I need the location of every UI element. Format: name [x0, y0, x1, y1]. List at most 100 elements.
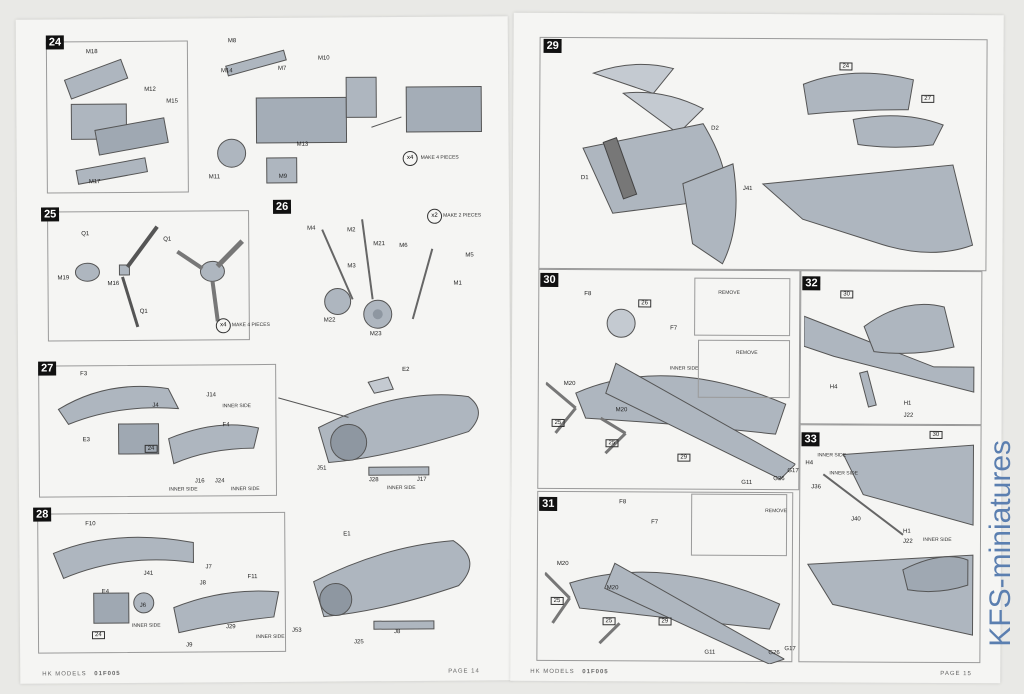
footer-page: PAGE 14	[448, 668, 480, 675]
part-label: G17	[787, 468, 799, 475]
part-label: M1	[453, 280, 462, 287]
assembly-badge: 29	[658, 617, 672, 626]
part-label: M4	[307, 225, 316, 232]
part-label: Q1	[139, 308, 148, 315]
part-label: J22	[903, 412, 914, 419]
step-28-drawing	[52, 536, 471, 634]
part-label: F4	[222, 422, 230, 429]
remove-note: REMOVE	[765, 508, 787, 515]
part-label: M18	[85, 49, 98, 56]
part-label: J9	[186, 642, 193, 649]
make-note: MAKE 2 PIECES	[443, 212, 482, 219]
step-31-number: 31	[539, 496, 558, 511]
part-label: J29	[225, 624, 236, 631]
assembly-badge: 25	[550, 596, 564, 605]
part-label: M19	[57, 275, 70, 282]
part-label: E2	[402, 366, 410, 374]
remove-note: REMOVE	[718, 289, 740, 296]
part-label: J25	[354, 639, 364, 646]
footer-brand: HK MODELS	[530, 668, 575, 676]
step-27-drawing	[57, 376, 479, 476]
multiplier-icon: x4	[215, 318, 231, 334]
inner-side-note: INNER SIDE	[222, 403, 252, 410]
part-label: F7	[670, 325, 678, 332]
step-24-drawing	[63, 49, 482, 185]
part-label: M21	[373, 241, 385, 248]
detail-box	[694, 277, 791, 337]
footer-code: 01F005	[582, 669, 609, 676]
footer-brand: HK MODELS	[42, 671, 87, 678]
part-label: J41	[143, 570, 154, 577]
inner-side-note: INNER SIDE	[168, 486, 198, 493]
part-label: J4	[152, 402, 159, 409]
part-label: M5	[465, 252, 474, 259]
footer-page: PAGE 15	[940, 670, 972, 678]
part-label: J53	[291, 627, 302, 634]
part-label: E1	[343, 531, 351, 538]
part-label: M11	[208, 174, 221, 181]
inner-side-note: INNER SIDE	[255, 633, 285, 641]
step-31-drawing	[544, 562, 786, 665]
part-label: J7	[205, 564, 212, 571]
part-label: M17	[88, 179, 101, 186]
part-label: G26	[768, 650, 780, 657]
inner-side-note: INNER SIDE	[230, 486, 260, 493]
inner-side-note: INNER SIDE	[131, 622, 161, 629]
footer-code: 01F005	[94, 671, 121, 678]
part-label: F10	[85, 521, 96, 528]
part-label: E3	[82, 437, 90, 444]
multiplier-icon: x4	[402, 150, 418, 167]
inner-side-note: INNER SIDE	[669, 365, 699, 372]
assembly-badge: 29	[677, 453, 691, 462]
part-label: G17	[784, 646, 796, 653]
step-30-drawing	[545, 308, 797, 480]
part-label: M23	[369, 331, 382, 338]
part-label: Q1	[81, 231, 90, 238]
part-label: J8	[199, 580, 206, 587]
assembly-badge: 24	[144, 444, 158, 453]
part-label: J28	[368, 477, 379, 484]
part-label: F8	[619, 499, 627, 506]
part-label: G11	[704, 649, 716, 656]
part-label: H4	[829, 384, 838, 391]
part-label: H1	[903, 400, 912, 407]
part-label: M3	[347, 263, 356, 270]
step-32-drawing	[803, 303, 975, 408]
inner-side-note: INNER SIDE	[922, 536, 952, 544]
step-24-number: 24	[45, 35, 65, 50]
part-label: G11	[741, 479, 753, 486]
instruction-page-right: 29 D2 D1 J41 24 27 30 F8 F7 M20 M20 G11 …	[510, 12, 1004, 684]
inner-side-note: INNER SIDE	[386, 484, 416, 492]
part-label: J24	[214, 478, 225, 485]
assembly-badge: 25	[551, 418, 565, 427]
detail-box	[690, 493, 788, 557]
part-label: M20	[606, 585, 619, 592]
part-label: Q1	[163, 236, 172, 243]
instruction-page-left: 24 M18 M12 M15 M17 M8 M14 M7 M10 M11 M9 …	[15, 16, 513, 684]
step-33-drawing	[807, 444, 974, 636]
part-label: G26	[773, 476, 785, 483]
part-label: D2	[711, 125, 719, 132]
part-label: M20	[556, 560, 569, 568]
step-29-number: 29	[543, 38, 562, 53]
part-label: J41	[742, 185, 753, 192]
step-26-drawing	[321, 219, 434, 329]
part-label: J16	[194, 478, 205, 485]
assembly-badge: 25	[605, 439, 619, 448]
part-label: J40	[851, 516, 861, 523]
part-label: J36	[811, 484, 821, 491]
part-label: H1	[903, 528, 911, 535]
part-label: F7	[651, 519, 659, 526]
part-label: M8	[227, 38, 237, 45]
part-label: F3	[80, 371, 88, 378]
part-label: M10	[317, 55, 330, 62]
part-label: M20	[563, 380, 576, 388]
assembly-badge: 26	[638, 299, 651, 308]
part-label: D1	[580, 175, 589, 182]
inner-side-note: INNER SIDE	[829, 470, 858, 477]
assembly-badge: 25	[602, 617, 616, 626]
step-25-drawing	[74, 225, 245, 328]
step-29-drawing	[582, 63, 974, 265]
part-label: M7	[278, 65, 287, 72]
assembly-badge: 30	[929, 430, 943, 439]
